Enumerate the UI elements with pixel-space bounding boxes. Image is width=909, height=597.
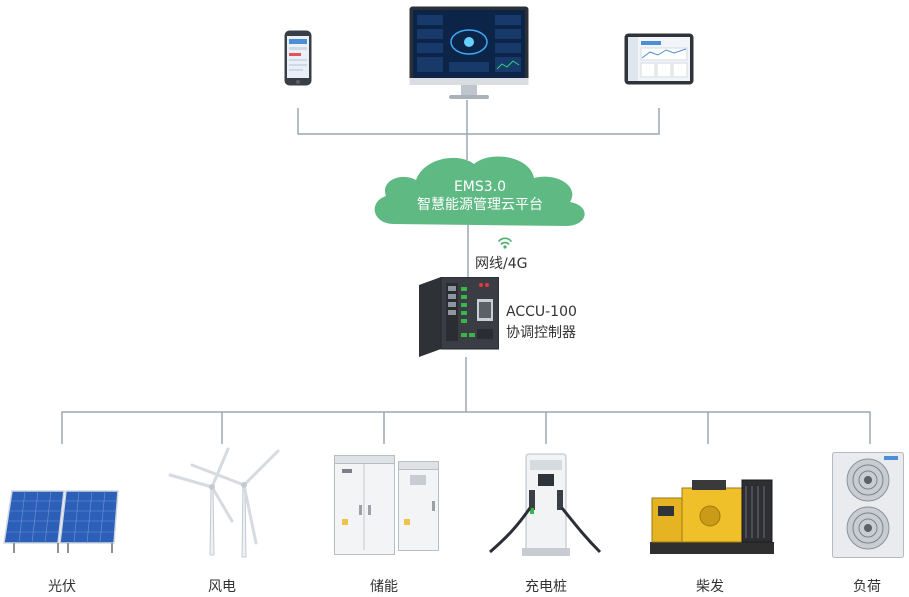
device-label-load: 负荷 [853, 579, 881, 595]
controller-model: ACCU-100 [506, 304, 577, 320]
monitor-icon [409, 6, 529, 102]
controller-device-icon [419, 276, 500, 357]
cloud-platform [366, 150, 592, 230]
wind-turbine-icon [162, 447, 284, 559]
diesel-generator-icon [648, 476, 776, 558]
load-unit-icon [832, 452, 904, 558]
wifi-icon [497, 235, 513, 249]
ev-charger-icon [486, 448, 604, 560]
cloud-subtitle: 智慧能源管理云平台 [417, 197, 543, 213]
energy-storage-cabinet-icon [334, 455, 440, 555]
smartphone-icon [284, 30, 312, 86]
tablet-icon [624, 33, 694, 85]
network-label: 网线/4G [475, 256, 528, 272]
controller-name: 协调控制器 [506, 325, 576, 341]
cloud-title: EMS3.0 [453, 179, 507, 195]
solar-panel-icon [2, 485, 122, 555]
device-label-storage: 储能 [370, 579, 398, 595]
device-label-generator: 柴发 [696, 579, 724, 595]
device-label-solar: 光伏 [48, 579, 76, 595]
device-label-charger: 充电桩 [525, 579, 567, 595]
device-label-wind: 风电 [208, 579, 236, 595]
